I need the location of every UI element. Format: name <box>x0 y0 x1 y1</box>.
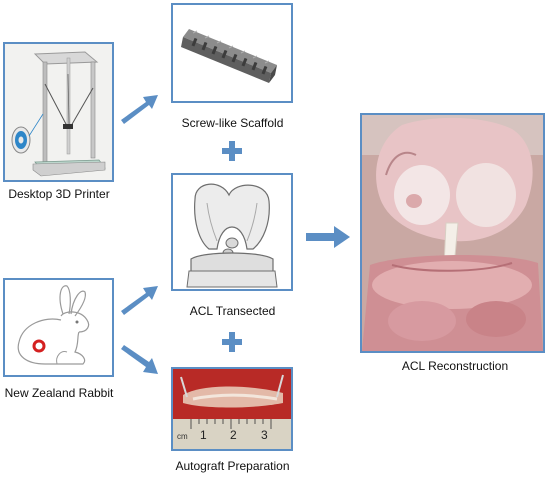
autograft-photo <box>173 369 291 449</box>
printer-panel <box>3 42 114 182</box>
rabbit-panel <box>3 278 114 377</box>
plus-icon <box>222 141 242 161</box>
printer-caption: Desktop 3D Printer <box>8 187 110 201</box>
rabbit-image <box>5 280 112 375</box>
reconstruction-panel <box>360 113 545 353</box>
acl-transected-panel <box>171 173 293 291</box>
plus-icon <box>222 332 242 352</box>
ruler-unit-label: cm <box>177 432 188 441</box>
reconstruction-photo <box>362 115 543 351</box>
autograft-panel: cm 1 2 3 <box>171 367 293 451</box>
ruler-tick-label: 3 <box>261 428 268 442</box>
arrow-rabbit-to-autograft <box>121 345 158 374</box>
autograft-caption: Autograft Preparation <box>175 459 290 473</box>
knee-illustration <box>173 175 291 289</box>
arrow-printer-to-scaffold <box>121 95 158 124</box>
acl-transected-caption: ACL Transected <box>189 304 276 318</box>
reconstruction-caption: ACL Reconstruction <box>401 359 509 373</box>
scaffold-image <box>173 5 291 101</box>
ruler-tick-label: 1 <box>200 428 207 442</box>
ruler-tick-label: 2 <box>230 428 237 442</box>
printer-image <box>5 44 112 180</box>
rabbit-caption: New Zealand Rabbit <box>4 386 114 400</box>
scaffold-caption: Screw-like Scaffold <box>181 116 284 130</box>
arrow-to-reconstruction <box>306 226 350 248</box>
scaffold-panel <box>171 3 293 103</box>
arrow-rabbit-to-acl <box>121 286 158 315</box>
